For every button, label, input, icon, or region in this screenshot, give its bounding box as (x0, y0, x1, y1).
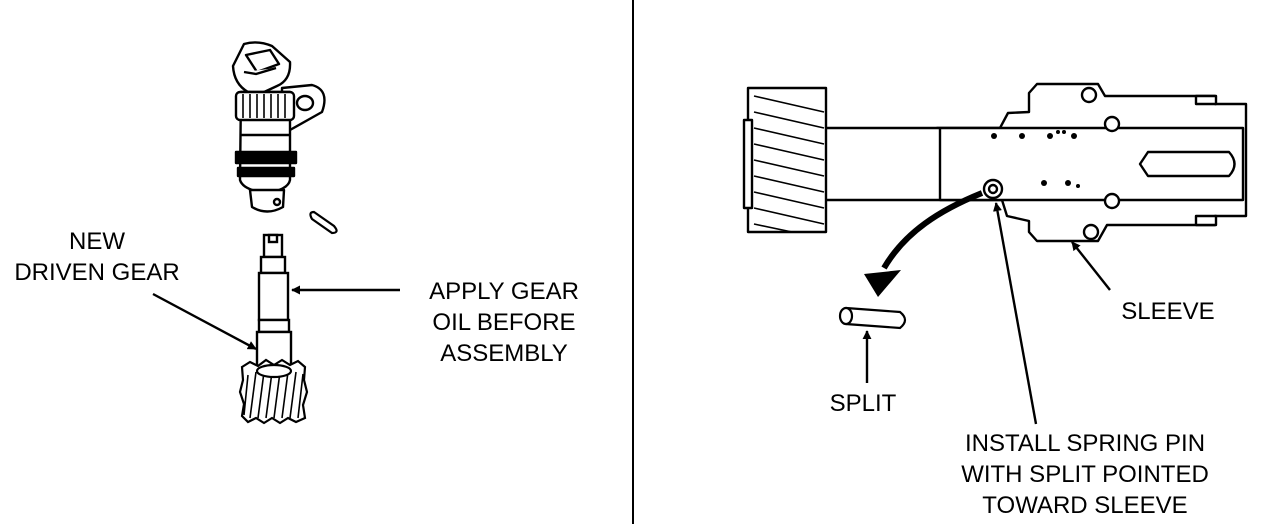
spring-pin (838, 306, 907, 330)
label-split: SPLIT (829, 390, 897, 417)
install-spring-pin-arrow (993, 202, 1038, 425)
helical-gear (238, 358, 309, 425)
pin-removal-arrow (881, 190, 984, 270)
label-apply-gear-oil: APPLY GEAR OIL BEFORE ASSEMBLY (429, 278, 579, 367)
speedometer-sensor-assembly (231, 41, 326, 213)
drive-shaft-assembly (742, 82, 1248, 243)
driven-gear-shaft (255, 233, 293, 384)
new-driven-gear-arrow (152, 292, 257, 351)
pin-removal-arrowhead (864, 270, 901, 297)
label-sleeve: SLEEVE (1121, 298, 1215, 325)
label-install-spring-pin: INSTALL SPRING PIN WITH SPLIT POINTED TO… (961, 430, 1209, 519)
retaining-pin (309, 210, 338, 235)
sleeve-arrow (1071, 241, 1111, 291)
label-new-driven-gear: NEW DRIVEN GEAR (14, 228, 180, 286)
